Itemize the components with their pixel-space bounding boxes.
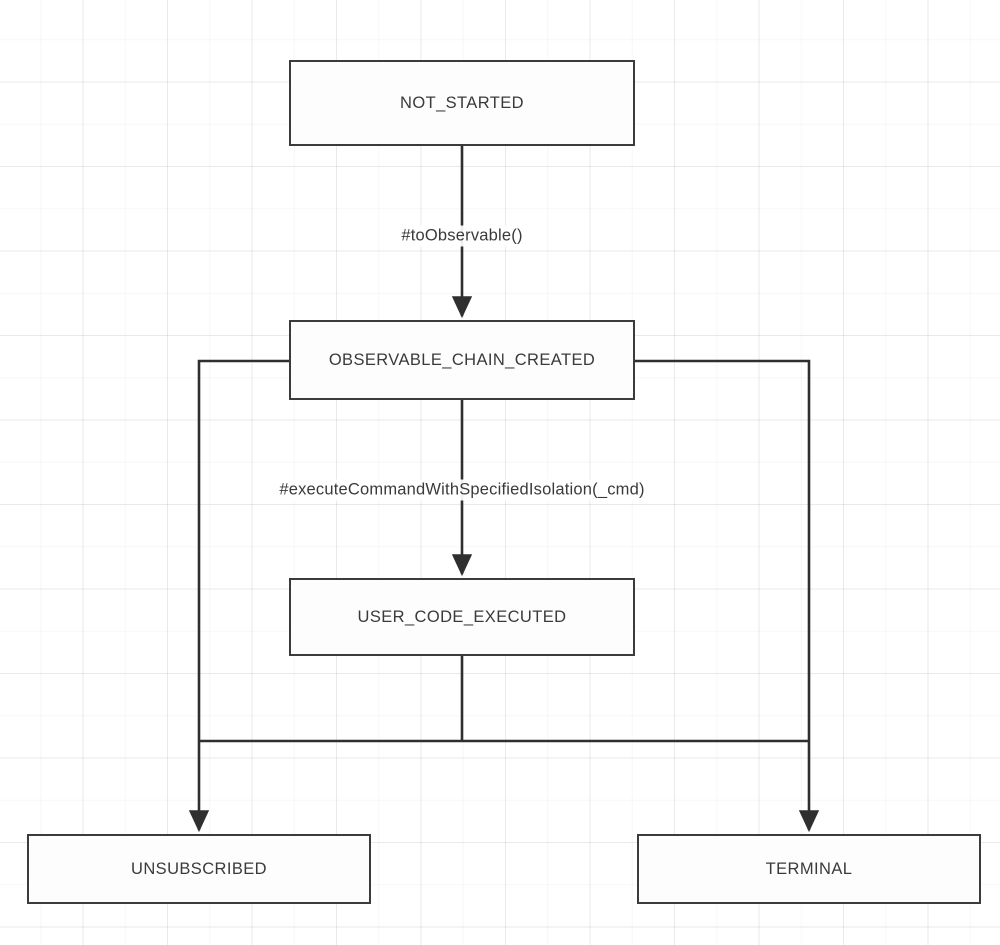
state-node-terminal[interactable]: TERMINAL bbox=[637, 834, 981, 904]
connector-observable-to-terminal bbox=[635, 359, 820, 833]
edge-label-to-observable: #toObservable() bbox=[395, 225, 529, 247]
state-node-observable-chain-created[interactable]: OBSERVABLE_CHAIN_CREATED bbox=[289, 320, 635, 400]
state-node-user-code-executed[interactable]: USER_CODE_EXECUTED bbox=[289, 578, 635, 656]
edge-label-execute-command: #executeCommandWithSpecifiedIsolation(_c… bbox=[273, 479, 651, 501]
state-node-not-started[interactable]: NOT_STARTED bbox=[289, 60, 635, 146]
state-node-label: UNSUBSCRIBED bbox=[131, 859, 267, 878]
state-node-unsubscribed[interactable]: UNSUBSCRIBED bbox=[27, 834, 371, 904]
state-node-label: TERMINAL bbox=[765, 859, 853, 878]
connector-observable-to-unsubscribed bbox=[188, 359, 289, 833]
state-node-label: NOT_STARTED bbox=[400, 93, 524, 112]
state-node-label: OBSERVABLE_CHAIN_CREATED bbox=[328, 350, 596, 369]
state-node-label: USER_CODE_EXECUTED bbox=[357, 607, 567, 626]
